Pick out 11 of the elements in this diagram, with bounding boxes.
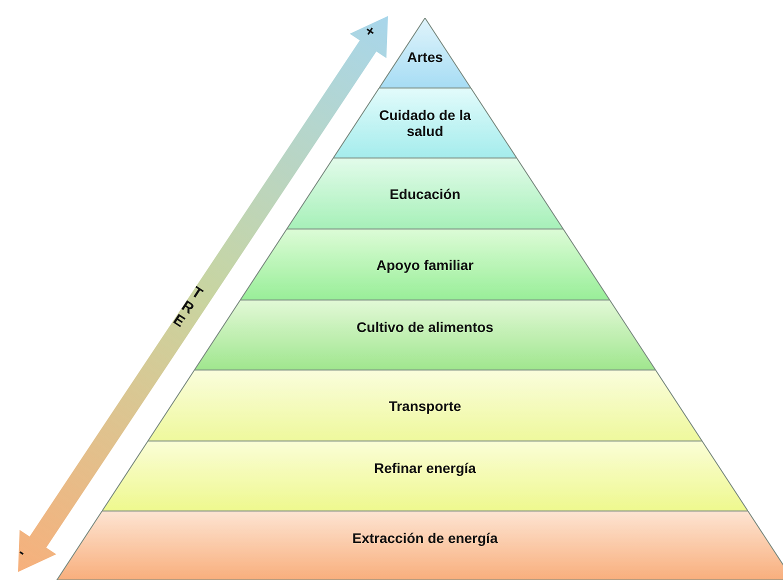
tier-label: Refinar energía [373, 460, 477, 476]
tier-label: Cultivo de alimentos [356, 319, 494, 335]
tier-label: Transporte [388, 398, 462, 414]
tier-label: Extracción de energía [351, 530, 499, 546]
axis-label: TRE [169, 283, 206, 333]
tier-label: Educación [388, 186, 462, 202]
tier-label: Artes [406, 48, 444, 64]
axis-end-label: - [14, 542, 30, 563]
tier-label: Cuidado de la salud [378, 107, 472, 139]
axis-end-label: + [360, 21, 380, 43]
tier-label: Apoyo familiar [375, 256, 475, 272]
